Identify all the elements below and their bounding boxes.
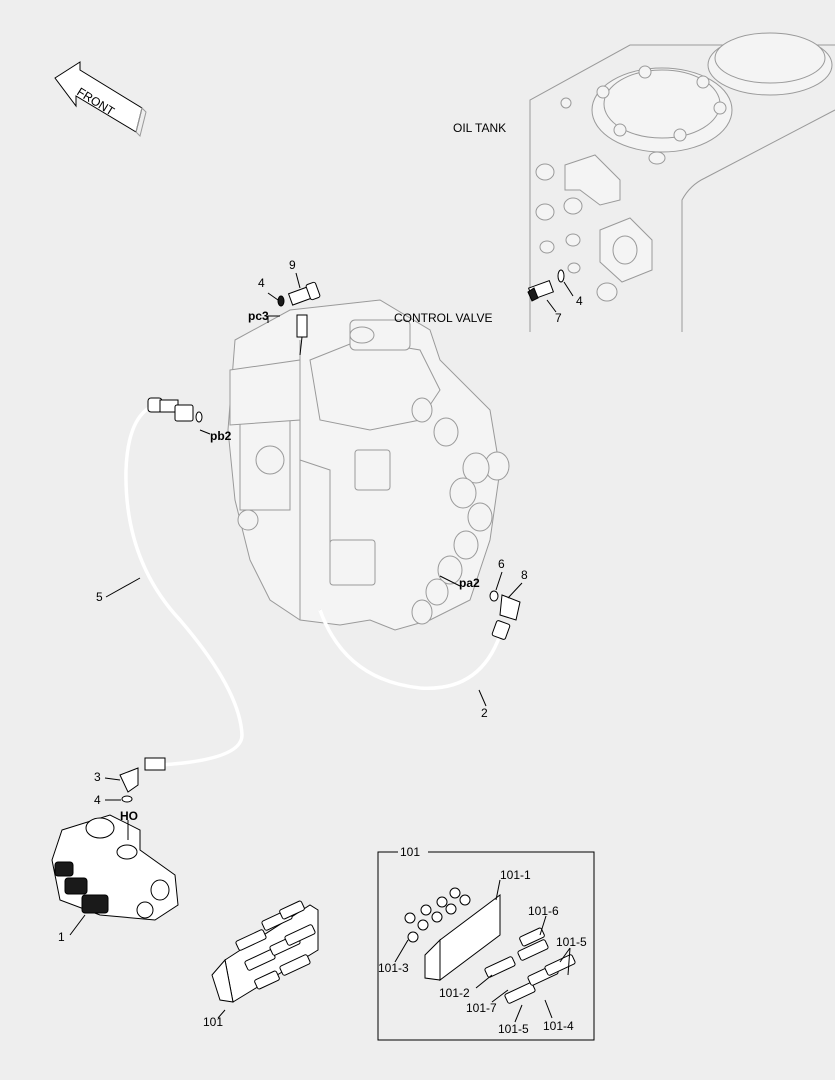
callout-1: 1	[58, 930, 65, 944]
port-ho: HO	[120, 809, 138, 823]
pilot-valve-1: HO	[51, 767, 179, 936]
tank-fitting	[527, 269, 574, 313]
callout-101-7: 101-7	[466, 1001, 497, 1015]
callouts: 1 2 3 4 4 4 5 6 7 8 9 101 101 101-1 101-…	[58, 258, 587, 1036]
control-valve-label: CONTROL VALVE	[394, 311, 492, 325]
callout-9: 9	[289, 258, 296, 272]
kit-nuts	[404, 887, 471, 943]
callout-7: 7	[555, 311, 562, 325]
callout-101-3: 101-3	[378, 961, 409, 975]
control-valve: CONTROL VALVE	[227, 299, 510, 631]
kit-box-101	[377, 845, 595, 1041]
hose-2: pa2	[318, 571, 523, 707]
bracket-fittings	[235, 900, 316, 990]
callout-2: 2	[481, 706, 488, 720]
hose-5: pb2	[124, 397, 244, 771]
callout-8: 8	[521, 568, 528, 582]
callout-101-6: 101-6	[528, 904, 559, 918]
spool-caps	[411, 397, 510, 625]
oil-tank-label: OIL TANK	[453, 121, 506, 135]
callout-101-bottom: 101	[203, 1015, 223, 1029]
bracket-assembly-101	[211, 900, 319, 1019]
oil-tank: OIL TANK	[453, 32, 835, 332]
callout-3: 3	[94, 770, 101, 784]
callout-4-top: 4	[258, 276, 265, 290]
pc3-tee-fitting: pc3	[248, 272, 321, 356]
port-pc3: pc3	[248, 309, 269, 323]
callout-4-tank: 4	[576, 294, 583, 308]
front-arrow: FRONT	[54, 61, 147, 137]
kit-fittings	[484, 927, 576, 1004]
port-pb2: pb2	[210, 429, 232, 443]
callout-101-2: 101-2	[439, 986, 470, 1000]
callout-101-4: 101-4	[543, 1019, 574, 1033]
callout-101-5a: 101-5	[556, 935, 587, 949]
callout-6: 6	[498, 557, 505, 571]
port-pa2: pa2	[459, 576, 480, 590]
callout-101-box: 101	[400, 845, 420, 859]
callout-101-5b: 101-5	[498, 1022, 529, 1036]
callout-4-ho: 4	[94, 793, 101, 807]
callout-101-1: 101-1	[500, 868, 531, 882]
callout-5: 5	[96, 590, 103, 604]
